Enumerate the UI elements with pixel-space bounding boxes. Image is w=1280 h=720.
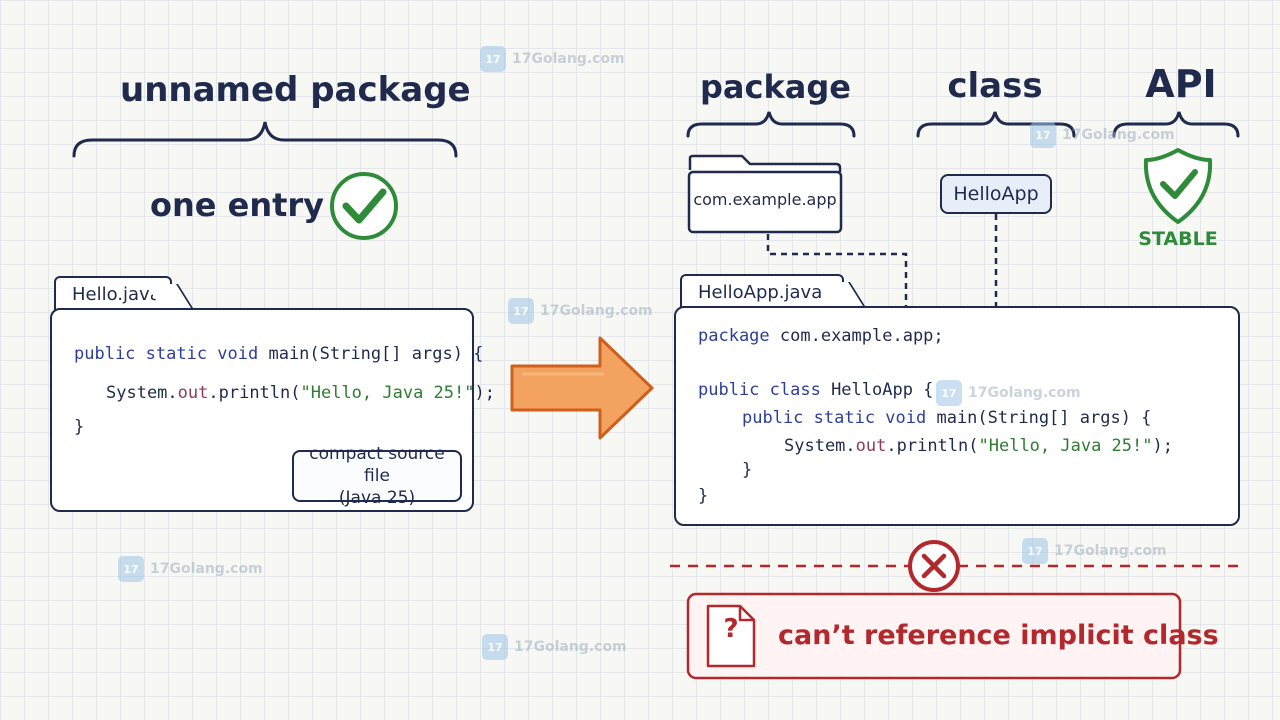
api-brace xyxy=(1112,111,1240,138)
watermark-logo-icon: 17 xyxy=(936,380,962,406)
code-line: System.out.println("Hello, Java 25!"); xyxy=(784,436,1173,456)
folder-icon xyxy=(687,154,843,234)
check-circle-icon xyxy=(330,172,398,240)
code-line: public class HelloApp { xyxy=(698,380,934,400)
watermark-logo-icon: 17 xyxy=(482,634,508,660)
unknown-file-icon xyxy=(706,604,756,668)
one-entry-label: one entry xyxy=(150,186,325,224)
transform-arrow xyxy=(510,336,654,440)
code-line: public static void main(String[] args) { xyxy=(742,408,1152,428)
api-heading: API xyxy=(1145,62,1217,106)
watermark: 17 17Golang.com xyxy=(508,298,653,324)
code-line: } xyxy=(742,460,753,480)
class-heading: class xyxy=(947,66,1043,106)
compact-source-note: compact source file (Java 25) xyxy=(292,444,462,508)
shield-check-icon xyxy=(1143,148,1213,224)
watermark: 17 17Golang.com xyxy=(480,46,625,72)
watermark-logo-icon: 17 xyxy=(1030,122,1056,148)
code-line: package com.example.app; xyxy=(698,326,944,346)
watermark: 17 17Golang.com xyxy=(118,556,263,582)
error-x-icon xyxy=(908,540,960,592)
helloapp-java-codebox xyxy=(674,306,1240,526)
watermark: 17 17Golang.com xyxy=(1022,538,1167,564)
code-line: } xyxy=(698,486,709,506)
code-line: public static void main(String[] args) { xyxy=(74,344,484,364)
watermark-logo-icon: 17 xyxy=(508,298,534,324)
code-line: } xyxy=(74,417,85,437)
package-name-label: com.example.app xyxy=(693,190,837,209)
watermark-logo-icon: 17 xyxy=(118,556,144,582)
stable-label: STABLE xyxy=(1138,228,1218,250)
class-brace xyxy=(916,111,1076,138)
code-line: System.out.println("Hello, Java 25!"); xyxy=(106,383,495,403)
helloapp-java-tab: HelloApp.java xyxy=(680,274,844,308)
package-brace xyxy=(686,111,856,138)
package-connector xyxy=(766,234,908,306)
watermark: 17 17Golang.com xyxy=(936,380,1081,406)
watermark-logo-icon: 17 xyxy=(480,46,506,72)
watermark: 17 17Golang.com xyxy=(482,634,627,660)
error-message: can’t reference implicit class xyxy=(778,620,1219,651)
watermark: 17 17Golang.com xyxy=(1030,122,1175,148)
package-heading: package xyxy=(700,68,851,106)
unknown-file-glyph: ? xyxy=(723,614,739,644)
unnamed-package-heading: unnamed package xyxy=(120,70,471,110)
watermark-logo-icon: 17 xyxy=(1022,538,1048,564)
hello-java-tab: Hello.java xyxy=(54,276,172,310)
error-box xyxy=(686,592,1182,680)
class-name-tag: HelloApp xyxy=(940,174,1052,214)
unnamed-package-brace xyxy=(72,121,458,158)
